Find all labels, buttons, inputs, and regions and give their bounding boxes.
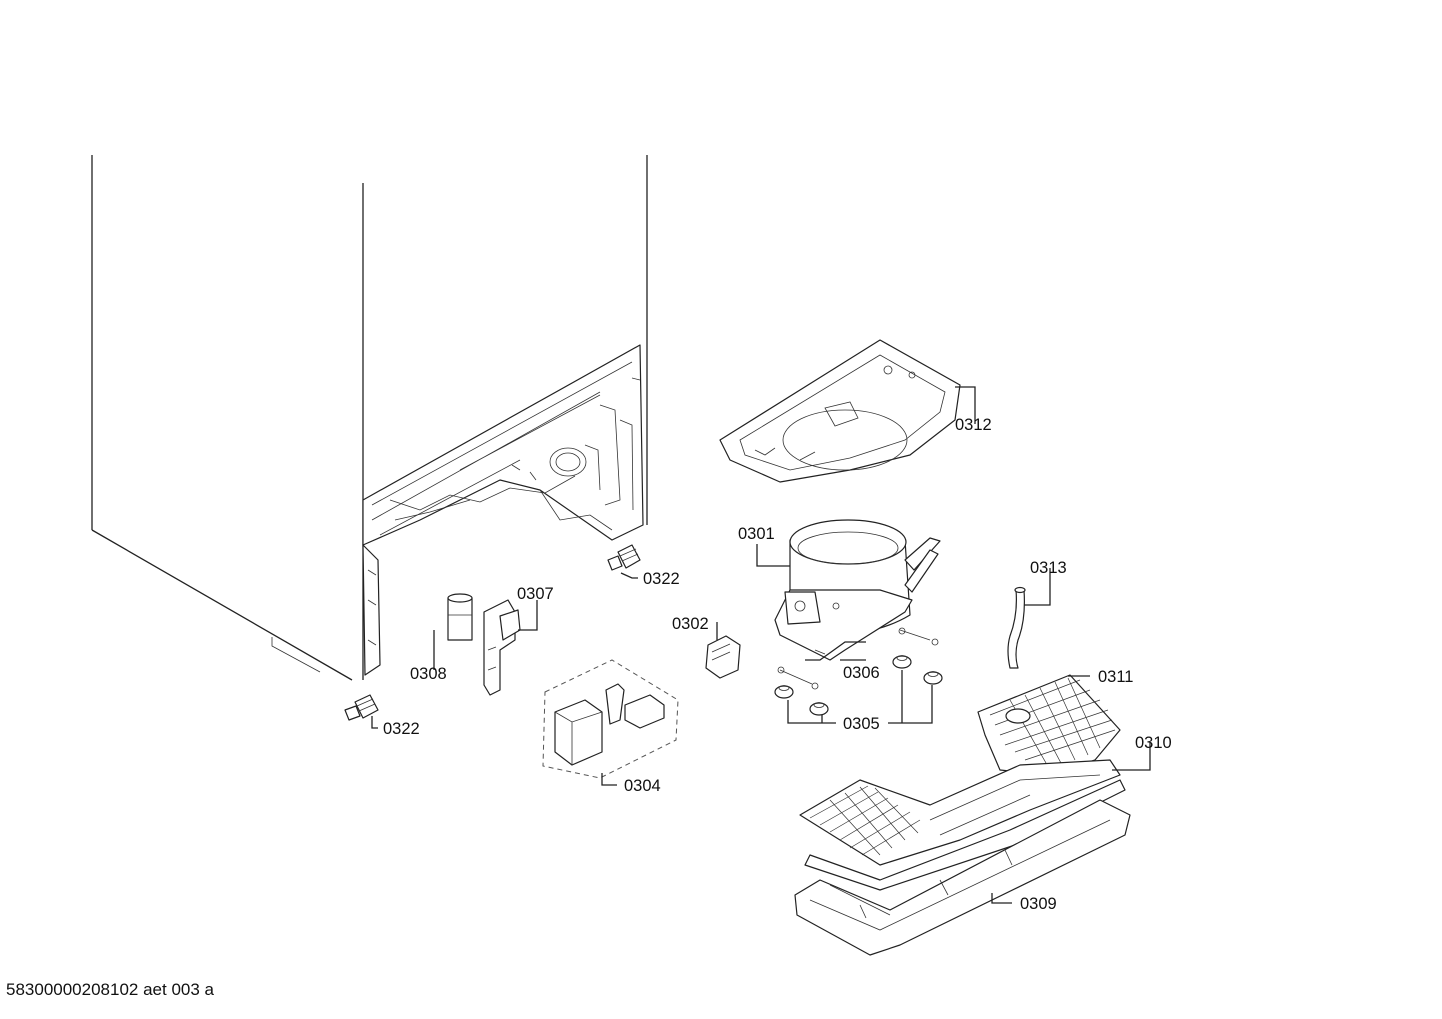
- compressor-part: [774, 519, 941, 661]
- starter-relay-part: [542, 659, 679, 779]
- grid-tray-part: [799, 759, 1126, 891]
- callout-0302: 0302: [672, 615, 709, 633]
- callout-0311: 0311: [1098, 668, 1133, 686]
- callout-0304: 0304: [624, 777, 661, 795]
- relay-bracket-part: [483, 599, 521, 696]
- callout-0308: 0308: [410, 665, 447, 683]
- overload-protector-part: [705, 635, 741, 679]
- base-plate-part: [794, 799, 1131, 956]
- callout-0306: 0306: [843, 664, 880, 682]
- callout-0301: 0301: [738, 525, 775, 543]
- callout-0313: 0313: [1030, 559, 1067, 577]
- drip-tray-part: [719, 339, 961, 483]
- callout-0307: 0307: [517, 585, 554, 603]
- callout-0322-lower: 0322: [383, 720, 420, 738]
- fridge-cabinet: [91, 155, 648, 681]
- capacitor-part: [447, 593, 473, 641]
- grommets-part: [774, 655, 943, 716]
- grid-shelf-part: [977, 674, 1121, 776]
- document-id: 58300000208102 aet 003 a: [6, 980, 214, 999]
- callout-0305: 0305: [843, 715, 880, 733]
- clips-part: [777, 627, 939, 690]
- callout-labels: 0312 0301 0313 0322 0307 0302 0306 0308 …: [383, 416, 1172, 913]
- adjustable-foot-part-lower: [344, 694, 379, 721]
- callout-0310: 0310: [1135, 734, 1172, 752]
- leader-lines: [371, 386, 1151, 904]
- callout-0322-upper: 0322: [643, 570, 680, 588]
- adjustable-foot-part-upper: [607, 544, 641, 571]
- hose-part: [1007, 586, 1026, 669]
- callout-0309: 0309: [1020, 895, 1057, 913]
- callout-0312: 0312: [955, 416, 992, 434]
